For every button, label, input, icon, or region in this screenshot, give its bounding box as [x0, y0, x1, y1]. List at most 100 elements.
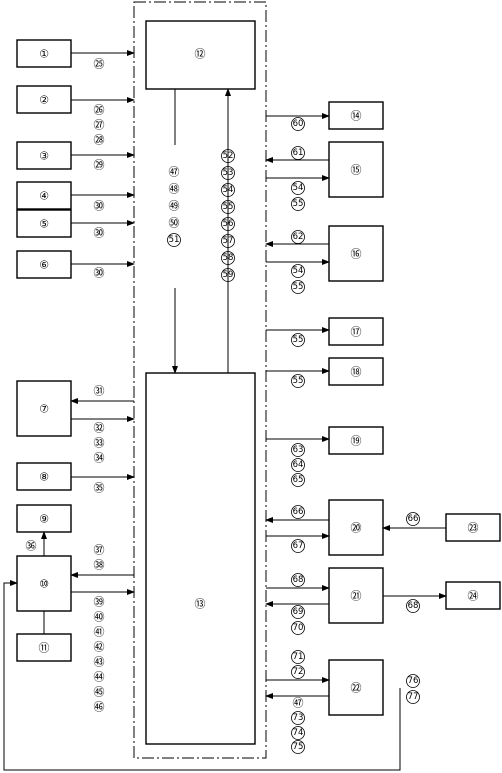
signal-circle [291, 280, 305, 294]
box-5 [16, 209, 72, 238]
signal-label-53: 53 [223, 168, 234, 178]
box-19 [328, 426, 384, 455]
signal-label-38: ㊳ [94, 559, 105, 572]
signal-circle [291, 621, 305, 635]
box-22 [328, 659, 384, 716]
signal-label-55e: 55 [293, 376, 304, 386]
signal-circle [291, 711, 305, 725]
signal-circle [291, 374, 305, 388]
signal-circle [291, 573, 305, 587]
signal-circle [221, 268, 235, 282]
signal-label-46: ㊻ [94, 701, 105, 714]
signal-label-54b: 54 [293, 183, 304, 193]
signal-label-48: ㊽ [169, 183, 180, 196]
signal-label-55b: 55 [293, 199, 304, 209]
signal-circle [291, 740, 305, 754]
signal-label-30a: ㉚ [94, 200, 105, 213]
signal-circle [221, 183, 235, 197]
signal-label-34: ㉞ [94, 452, 105, 465]
signal-label-60: 60 [293, 119, 304, 129]
box-label-5: ⑤ [39, 218, 49, 231]
signal-label-77: 77 [408, 692, 419, 702]
box-label-12: ⑫ [195, 48, 206, 61]
signal-label-40: ㊵ [94, 611, 105, 624]
box-label-15: ⑮ [351, 164, 362, 177]
signal-label-65: 65 [293, 475, 304, 485]
signal-label-50: ㊿ [169, 217, 180, 230]
box-label-23: ㉓ [468, 522, 479, 535]
box-13 [145, 372, 256, 745]
signal-label-54c: 54 [293, 266, 304, 276]
signal-circle [291, 473, 305, 487]
signal-circle [291, 333, 305, 347]
signal-circle [167, 233, 181, 247]
signal-label-72: 72 [293, 667, 304, 677]
box-label-13: ⑬ [195, 598, 206, 611]
signal-label-27: ㉗ [94, 119, 105, 132]
signal-label-39: ㊴ [94, 596, 105, 609]
signal-label-45: ㊺ [94, 686, 105, 699]
signal-label-32: ㉜ [94, 422, 105, 435]
signal-label-62: 62 [293, 232, 304, 242]
box-label-17: ⑰ [351, 326, 362, 339]
box-14 [328, 101, 384, 130]
signal-circle [221, 149, 235, 163]
box-label-22: ㉒ [351, 682, 362, 695]
signal-label-33: ㉝ [94, 437, 105, 450]
signal-circle [406, 512, 420, 526]
signal-label-57: 57 [223, 236, 234, 246]
signal-label-47a: ㊼ [169, 166, 180, 179]
signal-label-75: 75 [293, 742, 304, 752]
signal-label-68a: 68 [293, 575, 304, 585]
box-label-4: ④ [39, 190, 49, 203]
box-label-11: ⑪ [39, 642, 50, 655]
signal-label-56: 56 [223, 219, 234, 229]
signal-label-42: ㊷ [94, 641, 105, 654]
signal-circle [291, 650, 305, 664]
signal-label-44: ㊹ [94, 671, 105, 684]
signal-label-30c: ㉚ [94, 267, 105, 280]
signal-label-29: ㉙ [94, 159, 105, 172]
signal-label-70: 70 [293, 623, 304, 633]
box-label-14: ⑭ [351, 110, 362, 123]
box-21 [328, 567, 384, 624]
signal-label-59: 59 [223, 270, 234, 280]
signal-label-54a: 54 [223, 185, 234, 195]
signal-circle [221, 217, 235, 231]
feedback-22-to-10 [3, 580, 401, 771]
box-label-2: ② [39, 94, 49, 107]
signal-circle [221, 166, 235, 180]
signal-label-52: 52 [223, 151, 234, 161]
box-16 [328, 225, 384, 282]
box-label-1: ① [39, 48, 49, 61]
box-label-7: ⑦ [39, 403, 49, 416]
box-9 [16, 504, 72, 533]
signal-label-31: ㉛ [94, 385, 105, 398]
signal-label-69: 69 [293, 607, 304, 617]
box-20 [328, 499, 384, 556]
box-label-9: ⑨ [39, 513, 49, 526]
box-label-10: ⑩ [39, 578, 49, 591]
signal-label-55d: 55 [293, 335, 304, 345]
signal-label-35: ㉟ [94, 482, 105, 495]
signal-circle [221, 200, 235, 214]
signal-label-26: ㉖ [94, 104, 105, 117]
signal-label-58: 58 [223, 253, 234, 263]
signal-circle [291, 665, 305, 679]
signal-circle [291, 117, 305, 131]
signal-circle [291, 197, 305, 211]
signal-label-63: 63 [293, 445, 304, 455]
box-label-3: ③ [39, 150, 49, 163]
box-label-24: ㉔ [468, 590, 479, 603]
signal-label-51: 51 [169, 235, 180, 245]
box-label-19: ⑲ [351, 435, 362, 448]
signal-circle [291, 539, 305, 553]
signal-label-71: 71 [293, 652, 304, 662]
signal-label-68b: 68 [408, 601, 419, 611]
signal-circle [291, 230, 305, 244]
signal-label-66a: 66 [293, 507, 304, 517]
box-label-20: ⑳ [351, 522, 362, 535]
box-15 [328, 141, 384, 198]
signal-label-73: 73 [293, 713, 304, 723]
signal-circle [291, 264, 305, 278]
